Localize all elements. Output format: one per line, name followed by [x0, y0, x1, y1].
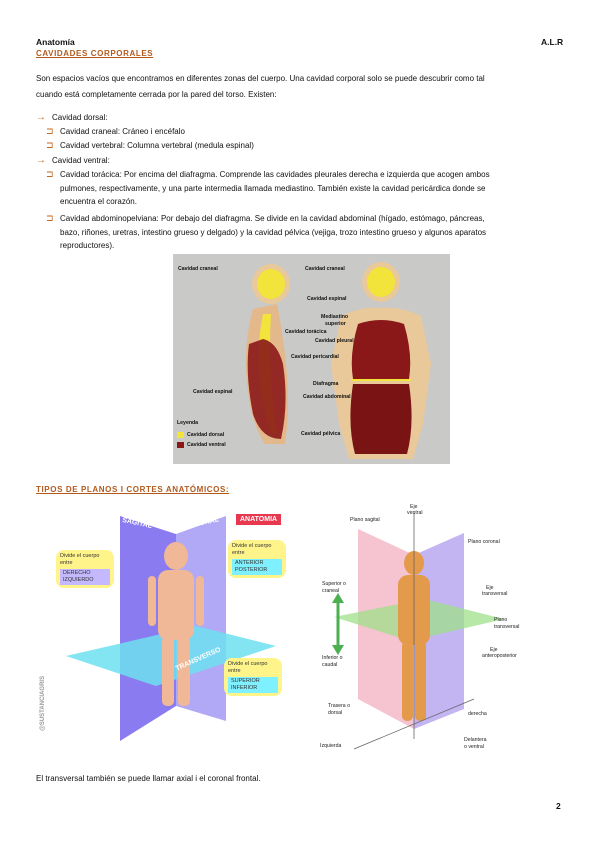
intro-line: Son espacios vacíos que encontramos en d… [36, 74, 485, 83]
cartoon-arm-right [196, 576, 204, 626]
label-inferior: Inferior o [322, 655, 343, 661]
intro-line: cuando está completamente cerrada por la… [36, 89, 277, 99]
label-delantera: Delantera [464, 737, 487, 743]
label-craneal-right: Cavidad craneal [305, 266, 345, 272]
arrow-down-icon [332, 645, 344, 655]
label-pleural: Cavidad pleural [315, 338, 354, 344]
label-eje-transversal-2: transversal [482, 591, 508, 597]
label-eje-transversal: Eje [486, 585, 494, 591]
side-ventral-cavity [247, 339, 286, 439]
front-thoracic-cavity [351, 320, 411, 379]
square-bullet-icon: ⊐ [46, 126, 54, 136]
arrow-right-icon: → [36, 112, 46, 123]
label-craneal-left: Cavidad craneal [178, 266, 218, 272]
legend-dorsal: Cavidad dorsal [187, 432, 225, 438]
cartoon-leg-left [162, 636, 174, 706]
legend-swatch-dorsal [177, 432, 184, 438]
label-eje-anteroposterior-2: anteroposterior [482, 653, 517, 659]
cartoon-torso [158, 570, 194, 640]
label-izquierda: Izquierda [320, 743, 342, 749]
label-diafragma: Diafragma [313, 381, 339, 387]
label-superior: superior [325, 321, 346, 327]
badge-anatomia: ANATOMIA [236, 514, 282, 525]
label-superior: Superior o [322, 581, 346, 587]
figure-planos-anatomicos: Eje ventral Plano sagital Plano coronal … [314, 499, 534, 761]
list-item-vertebral: ⊐Cavidad vertebral: Columna vertebral (m… [46, 139, 254, 153]
label-abdominal: Cavidad abdominal [303, 394, 351, 400]
label-superior-2: craneal [322, 588, 340, 594]
cartoon-leg-right [178, 636, 190, 706]
eje-diagonal-line [353, 698, 475, 750]
list-item-abdominopelviana: ⊐Cavidad abdominopelviana: Por debajo de… [46, 213, 487, 250]
arrow-up-icon [332, 593, 344, 603]
figure-leg-right [415, 641, 426, 721]
list-item-ventral: →Cavidad ventral: [36, 155, 110, 166]
front-cranial-cavity [367, 267, 395, 297]
figure-leg-left [402, 641, 413, 721]
planos-anatomicos-illustration [332, 513, 504, 750]
list-item-toracica: ⊐Cavidad torácica: Por encima del diafra… [46, 169, 490, 206]
side-cranial-cavity [257, 269, 285, 299]
list-item-craneal: ⊐Cavidad craneal: Cráneo i encéfalo [46, 125, 185, 139]
intro-paragraph: Son espacios vacíos que encontramos en d… [36, 71, 566, 102]
square-bullet-icon: ⊐ [46, 169, 54, 179]
figure-planos-cartoon: SAGITAL CORONAL TRANSVERSO ANATOMIA @SUS… [36, 506, 295, 758]
label-pericardial: Cavidad pericardial [291, 354, 339, 360]
square-bullet-icon: ⊐ [46, 213, 54, 223]
label-plano-coronal: Plano coronal [468, 539, 500, 545]
body-cavities-illustration [245, 262, 431, 459]
label-trasera: Trasera o [328, 703, 351, 709]
legend-title: Leyenda [177, 420, 199, 426]
arrow-right-icon: → [36, 155, 46, 166]
label-plano-sagital: Plano sagital [350, 517, 380, 523]
label-inferior-2: caudal [322, 662, 338, 668]
label-eje-ventral-2: ventral [407, 510, 423, 516]
label-espinal-right: Cavidad espinal [307, 296, 347, 302]
label-pelvica: Cavidad pélvica [301, 431, 341, 437]
square-bullet-icon: ⊐ [46, 140, 54, 150]
subject-title: Anatomía [36, 37, 75, 47]
author-initials: A.L.R [541, 37, 564, 47]
cartoon-head [164, 542, 188, 570]
label-toracica: Cavidad torácica [285, 329, 327, 335]
label-delantera-2: o ventral [464, 744, 484, 750]
label-plano-transversal: Plano [494, 617, 508, 623]
label-eje-anteroposterior: Eje [490, 647, 498, 653]
label-plano-transversal-2: transversal [494, 624, 520, 630]
watermark: @SUSTANCIAGRIS [40, 675, 46, 731]
legend-ventral: Cavidad ventral [187, 442, 226, 448]
legend-swatch-ventral [177, 442, 184, 448]
label-espinal-left: Cavidad espinal [193, 389, 233, 395]
section-title-planos: TIPOS DE PLANOS I CORTES ANATÓMICOS: [36, 485, 230, 494]
figure-body-cavities: Cavidad craneal Cavidad torácica Cavidad… [173, 254, 450, 464]
label-trasera-2: dorsal [328, 710, 343, 716]
page-number: 2 [556, 801, 561, 811]
label-derecha: derecha [468, 711, 487, 717]
list-item-dorsal: →Cavidad dorsal: [36, 112, 108, 123]
label-mediastino: Mediastino [321, 314, 349, 320]
cartoon-arm-left [148, 576, 156, 626]
front-abdominal-cavity [350, 384, 412, 454]
section-title-cavidades: CAVIDADES CORPORALES [36, 49, 154, 58]
planos-cartoon-illustration [66, 516, 276, 741]
footer-note: El transversal también se puede llamar a… [36, 774, 261, 783]
label-eje-ventral: Eje [410, 504, 418, 510]
